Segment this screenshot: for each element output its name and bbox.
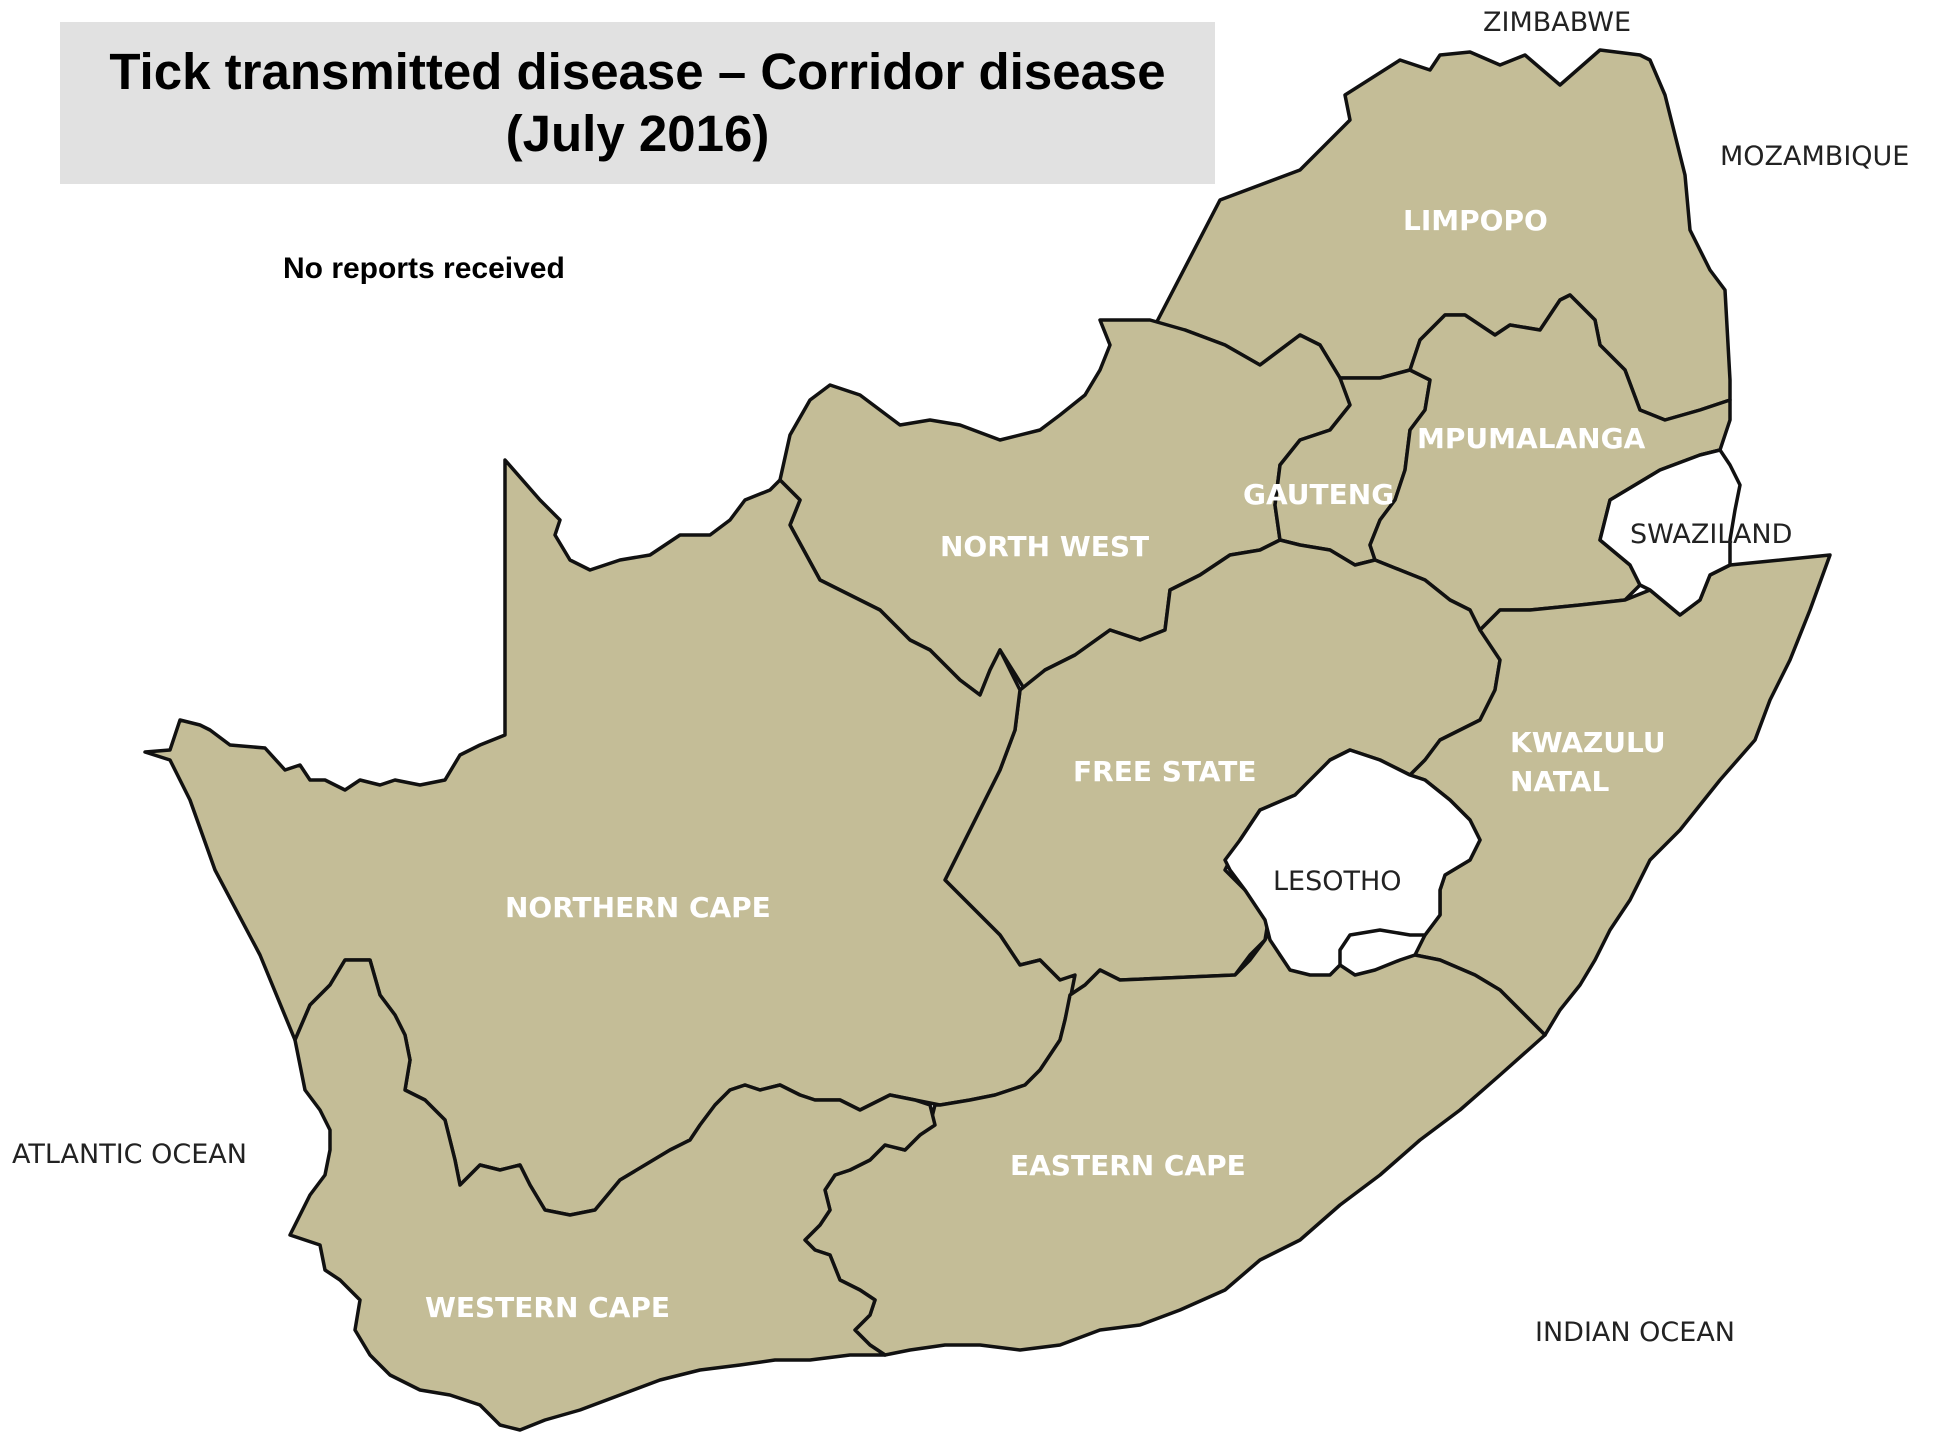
map-subtitle: (July 2016) [505, 105, 770, 162]
label-swaziland: SWAZILAND [1630, 519, 1792, 550]
map-title: Tick transmitted disease – Corridor dise… [109, 43, 1166, 100]
label-eastern-cape: EASTERN CAPE [1010, 1149, 1246, 1182]
label-free-state: FREE STATE [1073, 755, 1257, 788]
label-limpopo: LIMPOPO [1403, 204, 1548, 237]
label-indian-ocean: INDIAN OCEAN [1535, 1317, 1735, 1348]
label-kwazulu-natal-1: KWAZULU [1510, 726, 1666, 759]
title-box: Tick transmitted disease – Corridor dise… [60, 22, 1215, 184]
label-kwazulu-natal-2: NATAL [1510, 765, 1610, 798]
label-northern-cape: NORTHERN CAPE [505, 891, 771, 924]
label-western-cape: WESTERN CAPE [425, 1291, 670, 1324]
label-north-west: NORTH WEST [940, 530, 1149, 563]
label-atlantic-ocean: ATLANTIC OCEAN [12, 1139, 247, 1170]
label-lesotho: LESOTHO [1273, 866, 1402, 897]
label-mozambique: MOZAMBIQUE [1720, 141, 1909, 172]
swaziland-shape [1598, 448, 1742, 617]
label-gauteng: GAUTENG [1243, 478, 1394, 511]
province-western-cape[interactable] [288, 958, 937, 1432]
label-zimbabwe: ZIMBABWE [1483, 7, 1631, 38]
label-mpumalanga: MPUMALANGA [1417, 422, 1646, 455]
status-note: No reports received [283, 252, 565, 285]
lesotho-shape [1223, 748, 1482, 977]
